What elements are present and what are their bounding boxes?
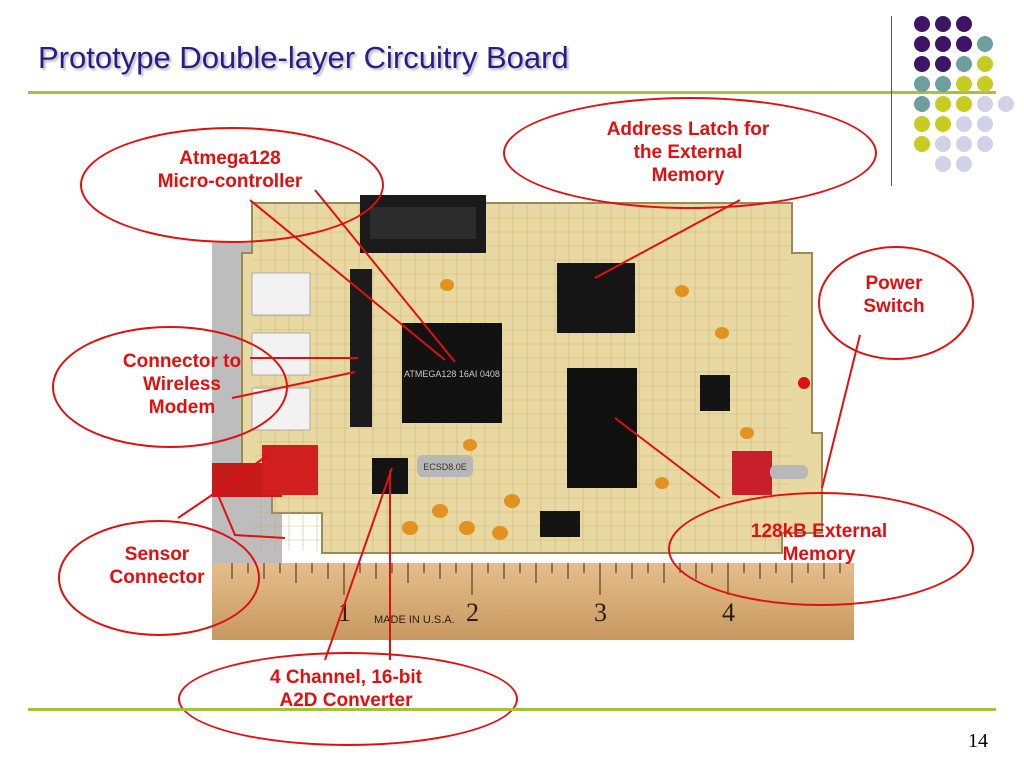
callout-label-wireless: Connector to Wireless Modem bbox=[68, 350, 296, 419]
dot bbox=[935, 76, 951, 92]
callout-oval-wireless bbox=[52, 326, 288, 448]
label-line: Modem bbox=[148, 397, 216, 418]
ribbon-header bbox=[360, 195, 486, 253]
small-chip bbox=[540, 511, 580, 537]
label-line: Sensor bbox=[124, 544, 190, 565]
power-switch bbox=[732, 451, 808, 495]
dot bbox=[956, 136, 972, 152]
dot bbox=[977, 76, 993, 92]
dot bbox=[914, 96, 930, 112]
regulator bbox=[700, 375, 730, 411]
crystal: ECSD8.0E bbox=[417, 455, 473, 477]
footer-line bbox=[28, 708, 996, 711]
label-line: the External bbox=[633, 142, 743, 163]
dot bbox=[935, 136, 951, 152]
label-line: 128kB External bbox=[750, 521, 888, 542]
ruler-number: 3 bbox=[594, 598, 607, 627]
label-line: Memory bbox=[651, 165, 725, 186]
label-line: Connector to bbox=[122, 351, 242, 372]
dot bbox=[914, 116, 930, 132]
callout-oval-a2d bbox=[178, 652, 518, 746]
callout-oval-sensor bbox=[58, 520, 260, 636]
callout-label-power: Power Switch bbox=[818, 272, 970, 318]
callout-oval-latch bbox=[503, 97, 877, 209]
pin-header bbox=[350, 269, 372, 427]
a2d-chip bbox=[372, 458, 408, 494]
dot bbox=[956, 16, 972, 32]
ruler-imprint: MADE IN U.S.A. bbox=[374, 614, 455, 626]
crystal-marking: ECSD8.0E bbox=[423, 462, 467, 472]
white-connector bbox=[251, 272, 311, 316]
dot bbox=[935, 116, 951, 132]
label-line: 4 Channel, 16-bit bbox=[269, 667, 423, 688]
label-line: Switch bbox=[863, 296, 925, 317]
corner-divider bbox=[891, 16, 892, 186]
dot bbox=[914, 76, 930, 92]
dot bbox=[956, 76, 972, 92]
dot bbox=[956, 56, 972, 72]
label-line: Address Latch for bbox=[606, 119, 770, 140]
memory-chip bbox=[567, 368, 637, 488]
label-line: Atmega128 bbox=[179, 148, 281, 169]
dot bbox=[935, 56, 951, 72]
led bbox=[798, 377, 810, 389]
ruler-number: 1 bbox=[338, 598, 351, 627]
dot bbox=[998, 96, 1014, 112]
callout-label-memory: 128kB External Memory bbox=[668, 520, 970, 566]
slide-title: Prototype Double-layer Circuitry Board bbox=[38, 40, 569, 75]
label-line: A2D Converter bbox=[279, 690, 413, 711]
callout-oval-atmega bbox=[80, 127, 384, 243]
chip-marking: ATMEGA128 16AI 0408 bbox=[404, 369, 500, 379]
latch-chip bbox=[557, 263, 635, 333]
dot bbox=[935, 156, 951, 172]
dot bbox=[977, 116, 993, 132]
dot bbox=[956, 116, 972, 132]
dot bbox=[914, 36, 930, 52]
dot bbox=[977, 56, 993, 72]
dot bbox=[935, 96, 951, 112]
dot bbox=[956, 96, 972, 112]
callout-label-latch: Address Latch for the External Memory bbox=[503, 118, 873, 187]
dot bbox=[956, 36, 972, 52]
ruler-number: 2 bbox=[466, 598, 479, 627]
label-line: Wireless bbox=[143, 374, 221, 395]
callout-label-atmega: Atmega128 Micro-controller bbox=[80, 147, 380, 193]
dot bbox=[935, 36, 951, 52]
dot bbox=[935, 16, 951, 32]
callout-oval-memory bbox=[668, 492, 974, 606]
dot bbox=[977, 36, 993, 52]
dot bbox=[914, 56, 930, 72]
dot bbox=[914, 136, 930, 152]
label-line: Memory bbox=[782, 544, 856, 565]
callout-label-a2d: 4 Channel, 16-bit A2D Converter bbox=[178, 666, 514, 712]
ruler-number: 4 bbox=[722, 598, 735, 627]
title-underline bbox=[28, 91, 996, 94]
page-number: 14 bbox=[968, 730, 988, 752]
dot bbox=[914, 16, 930, 32]
label-line: Micro-controller bbox=[157, 171, 303, 192]
atmega-chip: ATMEGA128 16AI 0408 bbox=[402, 323, 502, 423]
label-line: Power bbox=[865, 273, 923, 294]
dot bbox=[977, 136, 993, 152]
callout-oval-power bbox=[818, 246, 974, 360]
label-line: Connector bbox=[109, 567, 205, 588]
dot bbox=[956, 156, 972, 172]
dot bbox=[977, 96, 993, 112]
callout-label-sensor: Sensor Connector bbox=[58, 543, 256, 589]
